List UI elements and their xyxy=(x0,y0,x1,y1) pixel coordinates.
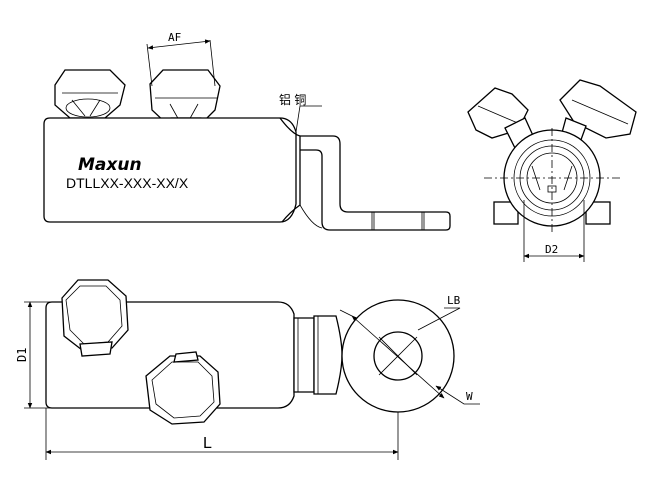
model-label: DTLLXX-XXX-XX/X xyxy=(66,175,189,191)
top-bolt-1 xyxy=(61,279,129,357)
l-label: L xyxy=(203,435,212,452)
w-label: W xyxy=(466,390,473,403)
bolt-head-left xyxy=(54,69,126,119)
connector-barrel xyxy=(43,117,297,223)
d1-label: D1 xyxy=(15,348,29,362)
end-view: D2 xyxy=(467,79,637,262)
material-label: 铝 铜 xyxy=(279,92,306,107)
af-label: AF xyxy=(168,31,181,44)
side-view: AF 铝 铜 Maxun DTLLXX-XXX-XX/X xyxy=(43,31,451,231)
brand-logo-text: Maxun xyxy=(78,155,142,175)
connector-tongue xyxy=(300,135,451,231)
lb-label: LB xyxy=(447,294,461,307)
d2-label: D2 xyxy=(545,243,558,256)
end-bolt-left xyxy=(467,87,536,149)
top-view: LB W D1 L xyxy=(15,279,480,460)
top-bolt-2 xyxy=(145,351,221,425)
